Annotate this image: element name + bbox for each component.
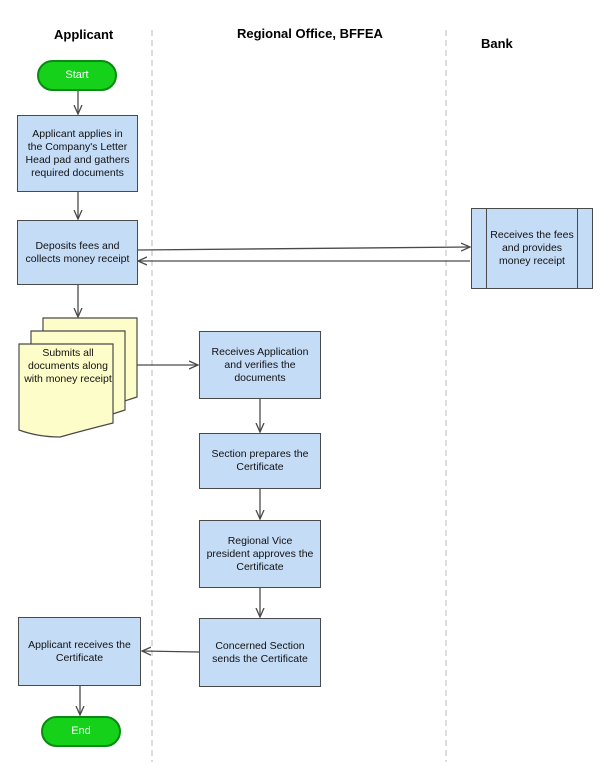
prepare-certificate-step: Section prepares the Certificate [199,433,321,489]
bank-receives-fees-step: Receives the fees and provides money rec… [471,208,593,289]
receive-application-step: Receives Application and verifies the do… [199,331,321,399]
lane-title-bank: Bank [481,36,513,51]
send-certificate-step: Concerned Section sends the Certificate [199,618,321,687]
predefined-left-bar [486,209,487,288]
arrow-send-to-receive-cert [142,651,200,652]
submit-documents-label: Submits all documents along with money r… [24,347,112,385]
arrow-deposit-to-bank [137,247,470,250]
predefined-right-bar [577,209,578,288]
lane-title-applicant: Applicant [54,27,114,42]
bank-receives-fees-label: Receives the fees and provides money rec… [490,229,574,267]
start-terminal: Start [37,60,117,91]
receive-certificate-step: Applicant receives the Certificate [18,617,141,686]
end-terminal: End [41,716,121,747]
approve-certificate-step: Regional Vice president approves the Cer… [199,520,321,588]
deposit-fees-step: Deposits fees and collects money receipt [17,220,138,285]
document-stack-shape [18,317,138,438]
apply-step: Applicant applies in the Company's Lette… [17,115,138,192]
lane-title-regional-office: Regional Office, BFFEA [237,26,383,41]
